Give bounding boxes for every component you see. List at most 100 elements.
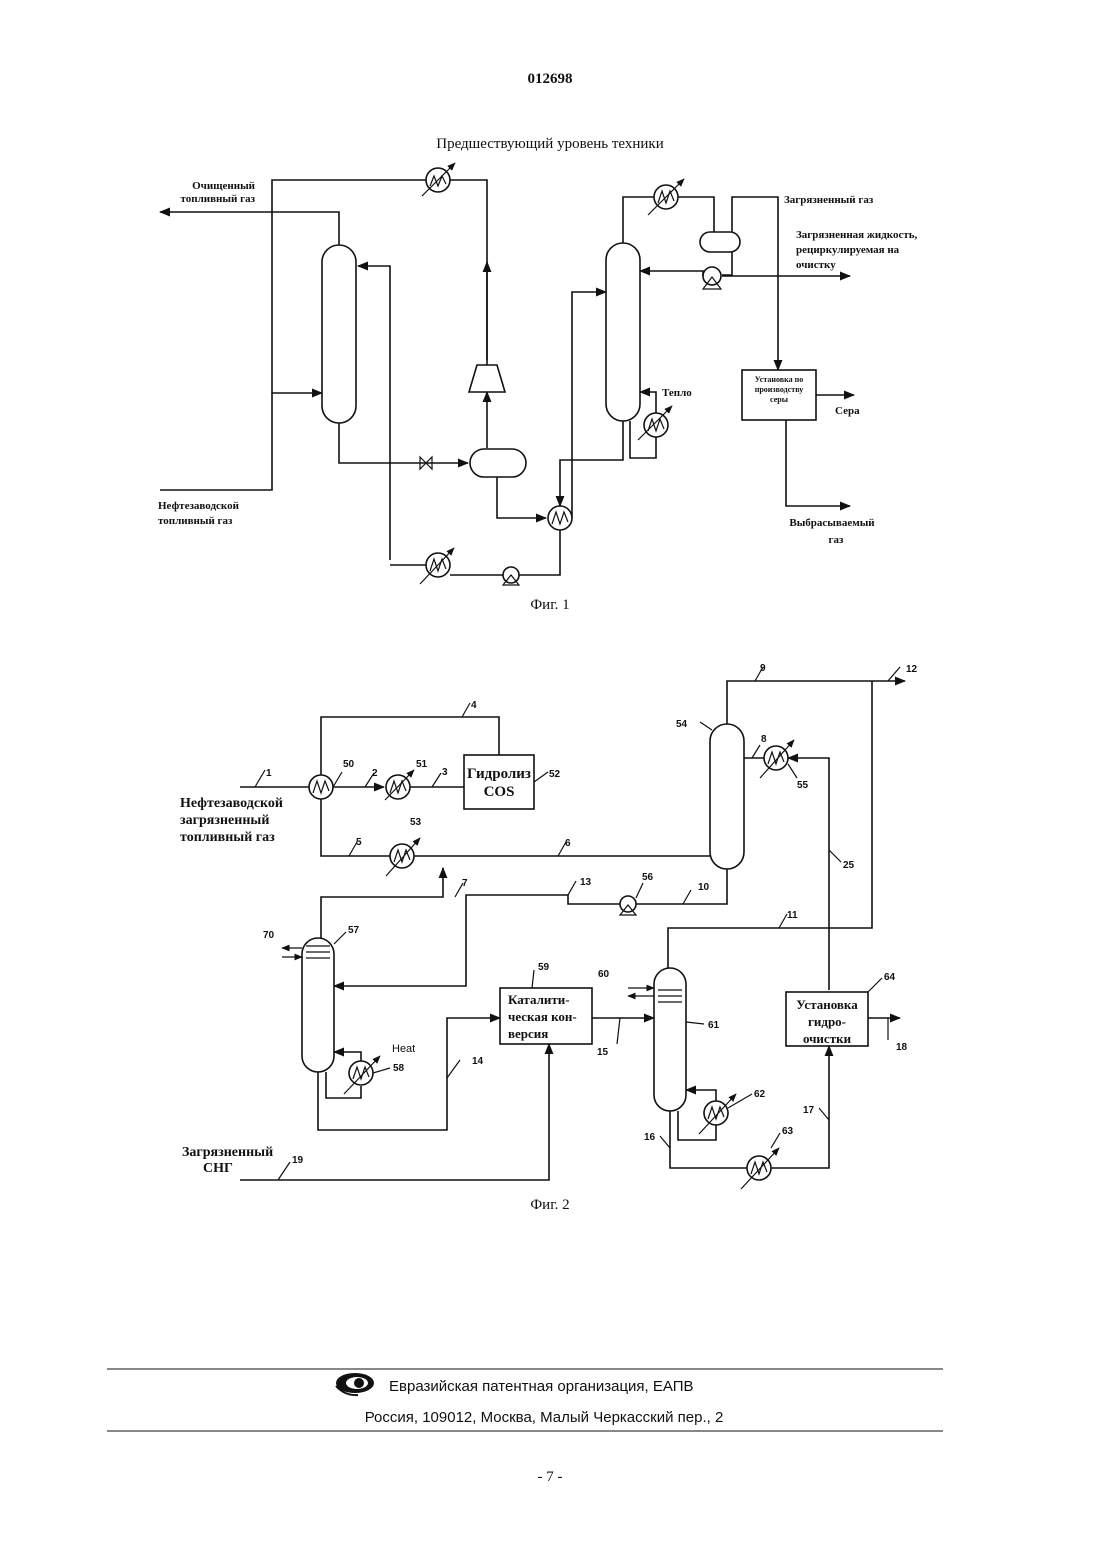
stream-13 <box>334 895 620 986</box>
figure-1-heading: Предшествующий уровень техники <box>436 136 664 152</box>
num-10: 10 <box>698 882 710 893</box>
cooler-53 <box>390 844 414 868</box>
num-2: 2 <box>372 768 378 779</box>
num-64: 64 <box>884 972 896 983</box>
num-18: 18 <box>896 1042 908 1053</box>
top-recycle-line-2 <box>446 180 487 360</box>
footer-address-line: Россия, 109012, Москва, Малый Черкасский… <box>365 1409 724 1426</box>
num-63: 63 <box>782 1126 794 1137</box>
refinery-gas-feed-line <box>160 393 322 490</box>
num-56: 56 <box>642 872 654 883</box>
catalytic-label-2: ческая кон- <box>508 1009 577 1024</box>
stream-11 <box>668 681 872 980</box>
num-9: 9 <box>760 663 766 674</box>
hydrotreat-label-2: гидро- <box>808 1014 846 1029</box>
clean-gas-label-2: топливный газ <box>181 193 256 205</box>
num-50: 50 <box>343 759 355 770</box>
sulfur-unit-label-1: Установка по <box>755 375 803 384</box>
num-59: 59 <box>538 962 550 973</box>
hydrotreat-label-3: очистки <box>803 1031 852 1046</box>
stream-14 <box>318 1018 500 1130</box>
regenerator-column <box>606 243 640 421</box>
num-16: 16 <box>644 1132 656 1143</box>
lean-to-pump-line <box>518 530 560 575</box>
num-8: 8 <box>761 734 767 745</box>
num-52: 52 <box>549 769 561 780</box>
num-53: 53 <box>410 817 422 828</box>
reflux-line <box>640 271 703 276</box>
sulfur-unit-label-3: серы <box>770 395 789 404</box>
flash-drum <box>470 449 526 477</box>
clean-gas-line <box>160 212 339 245</box>
num-13: 13 <box>580 877 592 888</box>
exchanger-lean-rich <box>548 506 572 530</box>
dirty-gas-label: Загрязненный газ <box>784 194 874 206</box>
cooler-62 <box>704 1101 728 1125</box>
num-17: 17 <box>803 1105 815 1116</box>
vent-gas-label-1: Выбрасываемый <box>789 517 875 529</box>
reflux-drum <box>700 232 740 252</box>
feed-label-3: топливный газ <box>180 830 275 845</box>
pump-56 <box>620 896 636 912</box>
num-60: 60 <box>598 969 610 980</box>
regenerator-bottoms-line <box>560 421 623 506</box>
stream-25 <box>788 758 829 990</box>
refinery-gas-label-1: Нефтезаводской <box>158 500 240 512</box>
absorber-54 <box>710 724 744 869</box>
dirty-liquid-label-2: рециркулируемая на <box>796 244 900 256</box>
lean-amine-line <box>358 266 390 560</box>
figure-2-caption: Фиг. 2 <box>530 1197 569 1213</box>
vent-gas-label-2: газ <box>829 534 844 546</box>
acid-gas-line <box>732 197 778 370</box>
num-61: 61 <box>708 1020 720 1031</box>
num-14: 14 <box>472 1056 484 1067</box>
vent-gas-line <box>786 420 850 506</box>
overhead-line <box>623 197 654 243</box>
exchanger-50 <box>309 775 333 799</box>
rich-amine-line <box>339 423 468 463</box>
num-15: 15 <box>597 1047 609 1058</box>
patent-number: 012698 <box>528 71 573 87</box>
compressor <box>469 365 505 392</box>
num-19: 19 <box>292 1155 304 1166</box>
figure-1-caption: Фиг. 1 <box>530 597 569 613</box>
absorber-column <box>322 245 356 423</box>
rich-to-regenerator-line <box>572 292 606 518</box>
hydrolysis-label-2: COS <box>484 784 515 800</box>
refinery-gas-label-2: топливный газ <box>158 515 233 527</box>
page-number: - 7 - <box>538 1469 563 1485</box>
num-3: 3 <box>442 767 448 778</box>
num-6: 6 <box>565 838 571 849</box>
reboiler <box>644 413 668 437</box>
heat-label-2: Heat <box>392 1043 415 1055</box>
num-25: 25 <box>843 860 855 871</box>
sulfur-label: Сера <box>835 405 860 417</box>
flash-bottoms-line <box>497 477 546 518</box>
num-51: 51 <box>416 759 428 770</box>
hydrotreat-label-1: Установка <box>796 997 858 1012</box>
figure-2: 1 Нефтезаводской загрязненный топливный … <box>180 663 918 1213</box>
num-62: 62 <box>754 1089 766 1100</box>
heat-label: Тепло <box>662 387 692 399</box>
syngas-label-2: СНГ <box>203 1161 233 1176</box>
dirty-liquid-label-3: очистку <box>796 259 836 271</box>
eapo-logo-icon <box>336 1373 374 1395</box>
feed-label-1: Нефтезаводской <box>180 796 283 811</box>
num-11: 11 <box>787 910 798 921</box>
syngas-label-1: Загрязненный <box>182 1145 273 1160</box>
stream-9 <box>727 681 905 724</box>
catalytic-label-3: версия <box>508 1026 548 1041</box>
dirty-liquid-label-1: Загрязненная жидкость, <box>796 229 918 241</box>
num-5: 5 <box>356 837 362 848</box>
num-70: 70 <box>263 930 275 941</box>
footer-org-line: Евразийская патентная организация, ЕАПВ <box>389 1378 694 1395</box>
stream-17 <box>771 1046 829 1168</box>
num-4: 4 <box>471 700 477 711</box>
cooler-55 <box>764 746 788 770</box>
figure-1: Предшествующий уровень техники Очищенный… <box>158 136 918 613</box>
num-7: 7 <box>462 878 468 889</box>
num-1: 1 <box>266 768 272 779</box>
reflux-drum-outlet <box>722 252 732 275</box>
reboiler-58 <box>349 1061 373 1085</box>
